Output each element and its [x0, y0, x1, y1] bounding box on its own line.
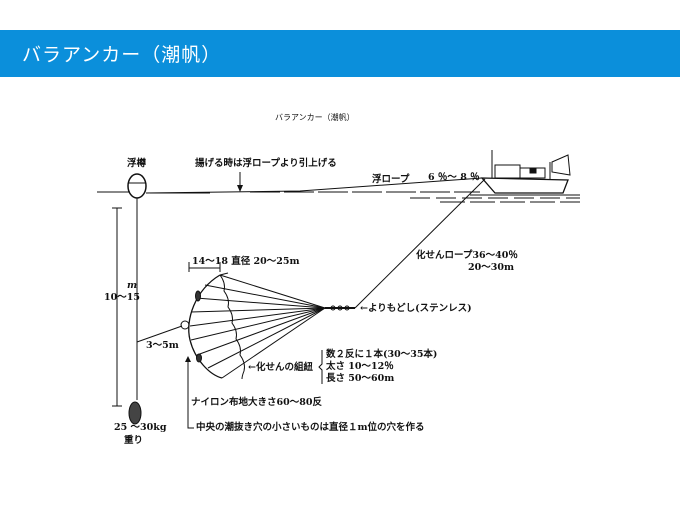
- hole-bracket: [187, 360, 194, 429]
- boat-icon: [480, 150, 571, 194]
- buoy-label: 浮樽: [127, 158, 147, 169]
- cord-spec-thickness: 太さ 10～12％: [326, 361, 394, 372]
- swivel-icon: [325, 305, 355, 311]
- diameter-dimension: [188, 262, 221, 272]
- rope-length: 20～30m: [468, 262, 514, 273]
- fabric-note: ナイロン布地大きさ60～80反: [191, 397, 322, 408]
- float-rope: [145, 177, 483, 194]
- weight-icon: [128, 401, 142, 425]
- side-line: [136, 325, 183, 343]
- depth-unit: m: [127, 280, 138, 291]
- parachute-canopy: [188, 272, 326, 380]
- diagram-title: バラアンカー（潮帆）: [275, 113, 355, 122]
- hole-note: 中央の潮抜き穴の小さいものは直径１m位の穴を作る: [196, 422, 425, 433]
- buoy-icon: [127, 173, 147, 202]
- cord-label: ←化せんの組紐: [248, 362, 313, 373]
- weight-label: 重り: [124, 435, 144, 446]
- depth-range: 10～15: [104, 292, 140, 303]
- float-rope-size: 6 ％～ 8 ％: [428, 172, 480, 183]
- rope-label: 化せんロープ36～40％: [416, 250, 518, 261]
- depth-dimension: [112, 207, 122, 407]
- lift-note: 揚げる時は浮ロープより引上げる: [195, 158, 337, 169]
- cord-spec-length: 長さ 50～60m: [326, 373, 395, 384]
- spec-brace: [318, 350, 323, 384]
- page-title: バラアンカー（潮帆）: [22, 44, 222, 66]
- cord-spec-count: 数２反に１本(30～35本): [326, 349, 438, 360]
- page-header: バラアンカー（潮帆）: [0, 30, 680, 77]
- ring-icon: [180, 320, 190, 330]
- side-line-length: 3～5m: [146, 340, 179, 351]
- float-rope-label: 浮ロープ: [372, 174, 410, 185]
- diameter-label: 14～18 直径 20～25m: [192, 256, 300, 267]
- weight-mass: 25 ～30kg: [114, 422, 167, 433]
- swivel-label: ←よりもどし(ステンレス): [360, 303, 472, 314]
- main-rope: [354, 178, 486, 309]
